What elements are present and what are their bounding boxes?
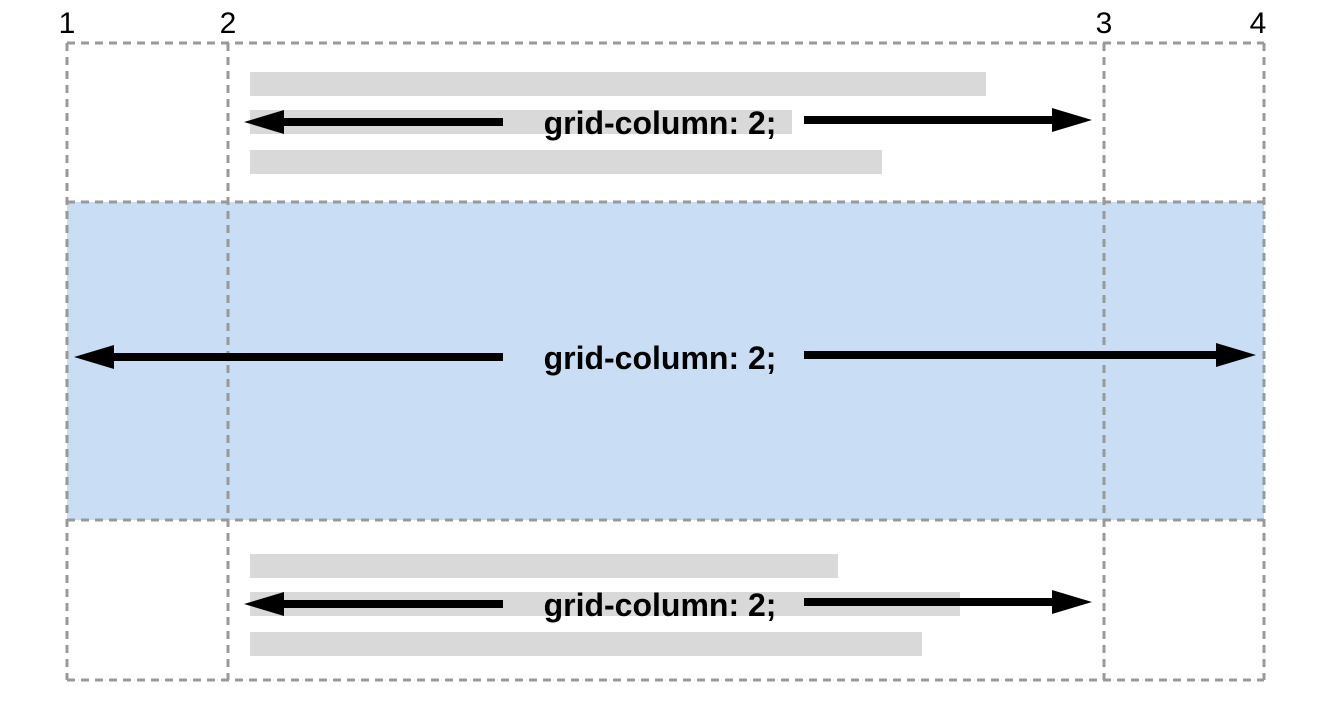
placeholder-text-bar <box>250 554 838 578</box>
placeholder-text-bar <box>250 150 882 174</box>
right-arrow <box>804 590 1092 614</box>
right-arrow <box>804 108 1092 132</box>
placeholder-text-bar <box>250 632 922 656</box>
column-line-number-2: 2 <box>220 7 237 40</box>
left-arrow <box>74 345 503 369</box>
column-line-number-3: 3 <box>1096 7 1113 40</box>
bottom-row-label: grid-column: 2; <box>544 587 777 623</box>
placeholder-text-bar <box>250 72 986 96</box>
right-arrow <box>804 343 1256 367</box>
left-arrow <box>244 592 503 616</box>
left-arrow <box>244 110 503 134</box>
top-row-label: grid-column: 2; <box>544 105 777 141</box>
full-bleed-row-label: grid-column: 2; <box>544 340 777 376</box>
column-line-number-4: 4 <box>1250 7 1267 40</box>
column-line-number-1: 1 <box>59 7 76 40</box>
